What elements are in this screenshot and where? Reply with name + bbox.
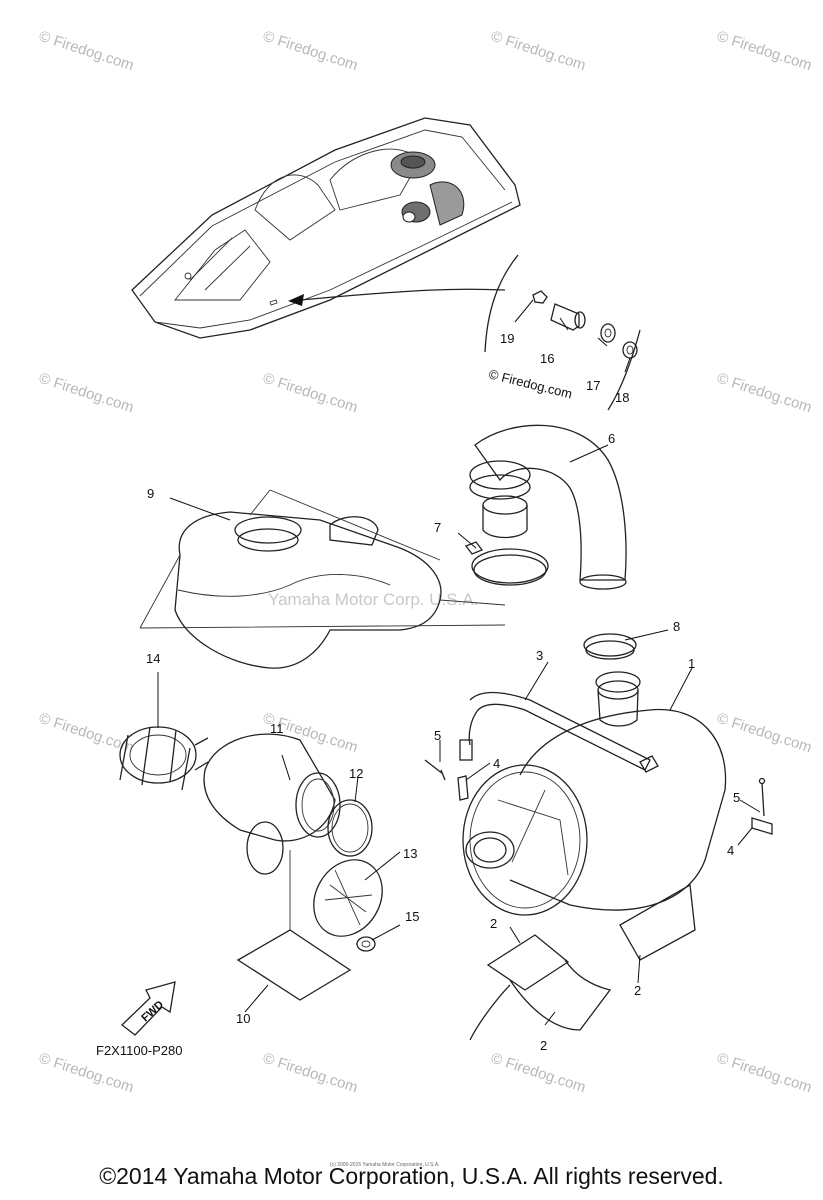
callout-2: 2 [490,916,497,931]
part-8-hose-clamp [583,633,637,660]
drain-plug-assembly [532,290,638,359]
part-12-clamp [327,799,373,857]
callout-5: 5 [733,790,740,805]
watermark-text: © Firedog.com [37,370,136,417]
fwd-label: FWD [139,999,166,1025]
callout-6: 6 [608,431,615,446]
part-15-nut [356,936,376,952]
inset-bracket [484,254,519,353]
callout-2: 2 [634,983,641,998]
callout-4: 4 [493,756,500,771]
location-arrowhead [288,294,304,306]
watermark-text: © Firedog.com [261,28,360,75]
part-14-flange [119,726,209,791]
callout-19: 19 [500,331,514,346]
callout-18: 18 [615,390,629,405]
part-6-exhaust-pipe [469,424,627,590]
callout-labels: 1 2 2 2 3 4 4 5 5 6 7 8 9 10 11 12 13 14… [146,331,740,1053]
watermark-text: © Firedog.com [261,370,360,417]
watermark-text: © Firedog.com [715,370,814,417]
watermark-text: © Firedog.com [489,1050,588,1097]
part-4-5-hardware [424,759,773,835]
callout-4: 4 [727,843,734,858]
firedog-badge: © Firedog.com [487,366,574,401]
callout-7: 7 [434,520,441,535]
watermark-text: © Firedog.com [715,710,814,757]
callout-2: 2 [540,1038,547,1053]
callout-1: 1 [688,656,695,671]
part-2-protectors [469,883,696,1041]
watermark-text: © Firedog.com [715,28,814,75]
footer-copyright: ©2014 Yamaha Motor Corporation, U.S.A. A… [99,1163,724,1189]
part-13-screen-plate [313,859,383,937]
callout-14: 14 [146,651,160,666]
part-code: F2X1100-P280 [96,1043,183,1058]
part-3-band [459,691,659,773]
callout-5: 5 [434,728,441,743]
callout-11: 11 [270,721,284,736]
leader-lines [157,299,761,1026]
callout-8: 8 [673,619,680,634]
callout-13: 13 [403,846,417,861]
part-9-water-box [139,489,506,669]
watermark-text: © Firedog.com [715,1050,814,1097]
forward-arrow: FWD [121,981,176,1036]
tiny-copyright: (c) 2005-2015 Yamaha Motor Corporation, … [330,1162,440,1168]
part-7-hose-clamp [464,541,549,586]
location-arrow [299,288,506,301]
callout-16: 16 [540,351,554,366]
part-1-muffler [462,671,727,916]
callout-15: 15 [405,909,419,924]
watermark-text: © Firedog.com [261,1050,360,1097]
callout-9: 9 [147,486,154,501]
center-watermark: Yamaha Motor Corp. U.S.A. [268,590,478,609]
callout-10: 10 [236,1011,250,1026]
inset-bracket [607,329,641,411]
watercraft-illustration [131,117,521,339]
callout-12: 12 [349,766,363,781]
part-10-plate [236,850,352,1001]
part-11-pipe [203,733,341,875]
watermark-text: © Firedog.com [489,28,588,75]
watermark-text: © Firedog.com [37,28,136,75]
callout-17: 17 [586,378,600,393]
callout-3: 3 [536,648,543,663]
